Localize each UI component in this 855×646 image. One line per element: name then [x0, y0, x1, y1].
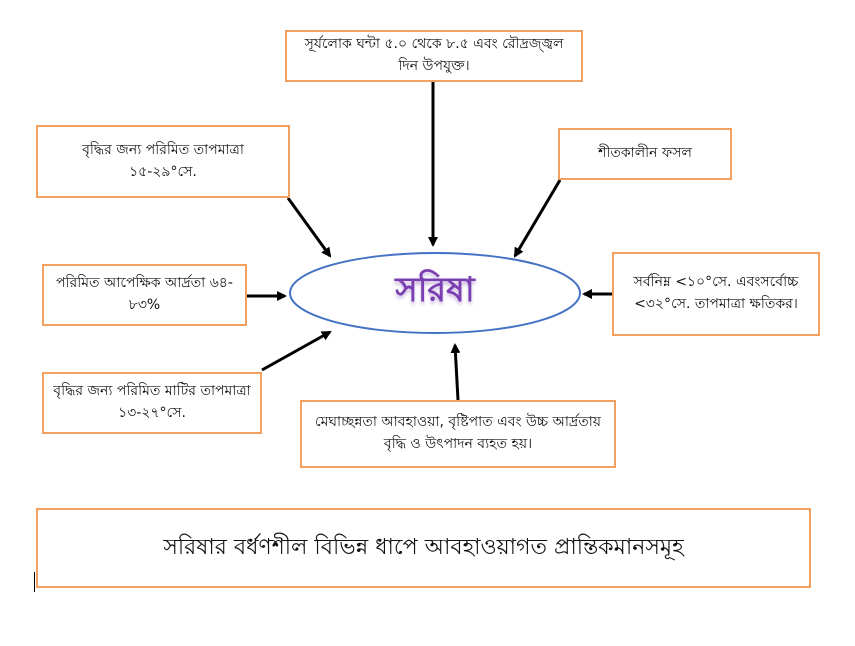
arrow-lower-left	[261, 330, 332, 372]
box-cloudiness-rainfall: মেঘাচ্ছন্নতা আবহাওয়া, বৃষ্টিপাত এবং উচ্…	[300, 400, 616, 468]
center-label: সরিষা	[395, 269, 475, 310]
arrow-upper-right	[513, 179, 562, 258]
box-growth-temperature-text: বৃদ্ধির জন্য পরিমিত তাপমাত্রা ১৫-২৯°সে.	[82, 141, 244, 180]
arrow-bottom	[450, 343, 461, 401]
box-winter-crop-text: শীতকালীন ফসল	[598, 145, 692, 162]
center-ellipse	[289, 252, 581, 334]
box-winter-crop: শীতকালীন ফসল	[558, 128, 732, 180]
box-sunlight-text: সূর্যলোক ঘন্টা ৫.০ থেকে ৮.৫ এবং রৌদ্রজ্জ…	[304, 36, 564, 74]
box-harmful-temperature-text: সর্বনিম্ন <১০°সে. এবংসর্বোচ্চ <৩২°সে. তা…	[633, 274, 799, 312]
box-soil-temperature: বৃদ্ধির জন্য পরিমিত মাটির তাপমাত্রা ১৩-২…	[42, 372, 262, 434]
box-harmful-temperature: সর্বনিম্ন <১০°সে. এবংসর্বোচ্চ <৩২°সে. তা…	[612, 252, 820, 336]
box-soil-temperature-text: বৃদ্ধির জন্য পরিমিত মাটির তাপমাত্রা ১৩-২…	[53, 383, 251, 421]
caption-box: সরিষার বর্ধণশীল বিভিন্ন ধাপে আবহাওয়াগত …	[36, 508, 811, 588]
box-cloudiness-rainfall-text: মেঘাচ্ছন্নতা আবহাওয়া, বৃষ্টিপাত এবং উচ্…	[314, 414, 602, 452]
arrow-upper-left	[286, 197, 332, 258]
caption-tick-mark	[34, 572, 35, 592]
box-relative-humidity-text: পরিমিত আপেক্ষিক আর্দ্রতা ৬৪- ৮৩%	[56, 275, 233, 313]
box-relative-humidity: পরিমিত আপেক্ষিক আর্দ্রতা ৬৪- ৮৩%	[42, 264, 247, 326]
caption-text: সরিষার বর্ধণশীল বিভিন্ন ধাপে আবহাওয়াগত …	[163, 534, 684, 560]
box-sunlight: সূর্যলোক ঘন্টা ৫.০ থেকে ৮.৫ এবং রৌদ্রজ্জ…	[285, 30, 583, 82]
box-growth-temperature: বৃদ্ধির জন্য পরিমিত তাপমাত্রা ১৫-২৯°সে.	[36, 125, 290, 198]
